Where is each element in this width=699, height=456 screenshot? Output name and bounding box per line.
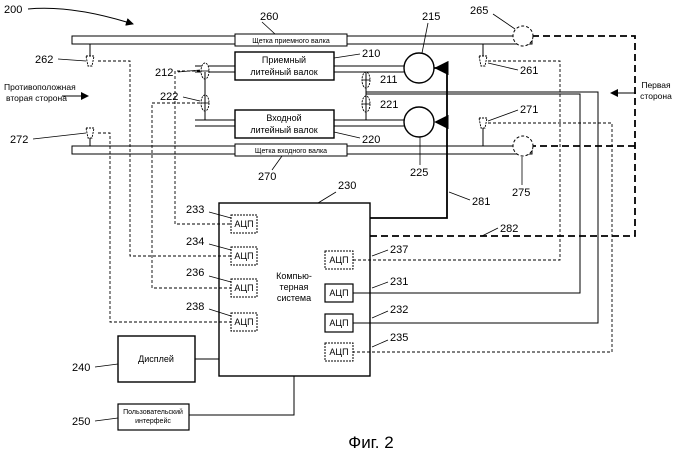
ui-label-2: интерфейс (135, 417, 171, 425)
entry-roll-brush-label: Щетка входного валка (255, 148, 327, 155)
ref-211: 211 (380, 74, 398, 86)
display-label: Дисплей (138, 354, 174, 364)
ref-233: 233 (186, 204, 204, 216)
ref-272: 272 (10, 134, 28, 146)
ref-260-leader (262, 22, 275, 34)
ref-220: 220 (362, 134, 380, 146)
adc-233-label: АЦП (234, 219, 253, 229)
sensor-272-icon (86, 128, 94, 146)
computer-label-1: Компью- (276, 271, 312, 281)
adc-238-label: АЦП (234, 317, 253, 327)
computer-label-2: терная (280, 282, 309, 292)
entry-roll-motor (404, 107, 434, 137)
computer-label-3: система (277, 293, 311, 303)
ref-271: 271 (520, 104, 538, 116)
wire-261-adc237 (353, 61, 560, 260)
ref-200-arrow (28, 8, 133, 24)
sensor-261-icon (479, 44, 487, 66)
ref-237: 237 (390, 244, 408, 256)
adc-236-label: АЦП (234, 283, 253, 293)
ref-236: 236 (186, 267, 204, 279)
ref-270: 270 (258, 171, 276, 183)
ref-262: 262 (35, 54, 53, 66)
control-line-281 (370, 68, 447, 218)
ref-265: 265 (470, 5, 488, 17)
ref-222: 222 (160, 91, 178, 103)
ref-240: 240 (72, 362, 90, 374)
ref-230: 230 (338, 180, 356, 192)
adc-232-label: АЦП (329, 318, 348, 328)
ref-281: 281 (472, 196, 490, 208)
wire-211-adc231 (353, 88, 580, 293)
ref-200: 200 (4, 4, 22, 16)
ref-231: 231 (390, 276, 408, 288)
adc-234-label: АЦП (234, 251, 253, 261)
user-interface-box (118, 404, 189, 430)
receiving-roll-motor (404, 53, 434, 83)
first-side-label-1: Первая (641, 80, 671, 90)
first-side-label-2: сторона (640, 91, 672, 101)
ref-210: 210 (362, 48, 380, 60)
ref-238: 238 (186, 301, 204, 313)
ref-232: 232 (390, 304, 408, 316)
sensor-262-icon (86, 44, 94, 66)
receiving-roll-brush-label: Щетка приемного валка (252, 38, 330, 45)
adc-237-label: АЦП (329, 255, 348, 265)
opposite-side-label-1: Противоположная (4, 82, 76, 92)
ref-235: 235 (390, 332, 408, 344)
ref-270-leader (272, 156, 282, 170)
entry-roll-label-1: Входной (266, 113, 301, 123)
ref-261: 261 (520, 65, 538, 77)
ref-250: 250 (72, 416, 90, 428)
adc-235-label: АЦП (329, 347, 348, 357)
ref-225: 225 (410, 167, 428, 179)
ref-260: 260 (260, 11, 278, 23)
brush-motor-265 (513, 26, 533, 46)
figure-caption: Фиг. 2 (348, 433, 393, 452)
ref-212: 212 (155, 67, 173, 79)
ref-234: 234 (186, 236, 204, 248)
receiving-roll-label-2: литейный валок (250, 67, 317, 77)
receiving-roll-label-1: Приемный (262, 55, 306, 65)
sensor-271-icon (479, 118, 487, 146)
ref-275: 275 (512, 187, 530, 199)
adc-231-label: АЦП (329, 288, 348, 298)
wire-271-adc235 (353, 123, 612, 352)
ref-215: 215 (422, 11, 440, 23)
brush-motor-275 (513, 136, 533, 156)
entry-roll-label-2: литейный валок (250, 125, 317, 135)
wire-212-adc233 (175, 71, 231, 224)
opposite-side-label-2: вторая сторона (6, 93, 67, 103)
ref-221: 221 (380, 99, 398, 111)
ui-label-1: Пользовательский (123, 408, 183, 416)
ref-282: 282 (500, 223, 518, 235)
wire-272-adc238 (98, 133, 231, 322)
